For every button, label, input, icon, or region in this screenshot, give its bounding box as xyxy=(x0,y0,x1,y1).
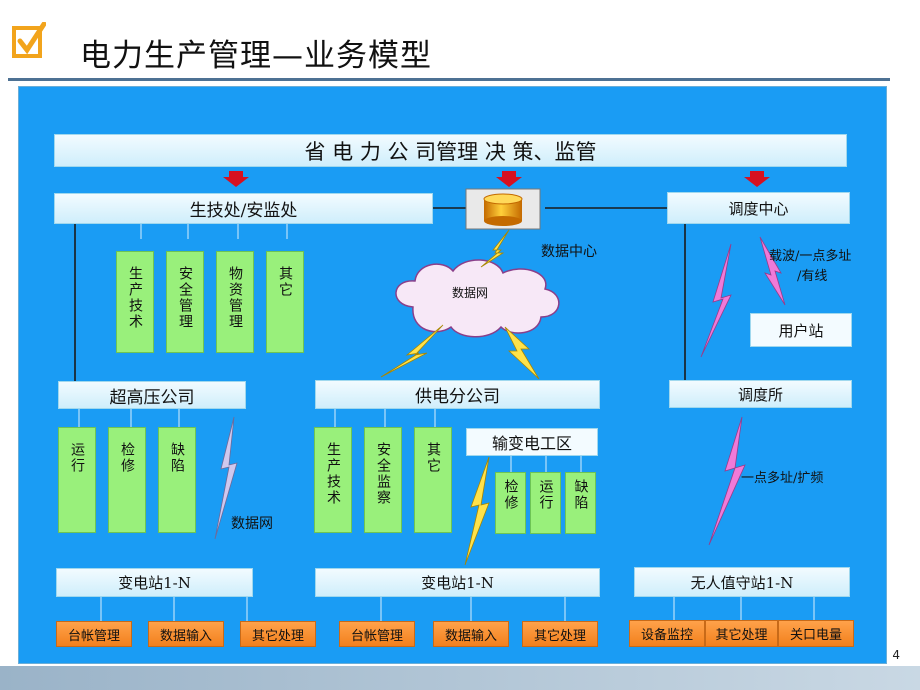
data-network-cloud-label: 数据网 xyxy=(452,286,489,300)
lightning-icon xyxy=(464,456,490,566)
column-maintenance: 检修 xyxy=(495,472,526,534)
supply-substation: 变电站1-N xyxy=(315,568,600,597)
column-production-tech: 生产技术 xyxy=(116,251,154,353)
data-center-label: 数据中心 xyxy=(541,244,597,260)
page-number: 4 xyxy=(892,648,900,662)
column-materials-management: 物资管理 xyxy=(216,251,254,353)
dispatch-office: 调度所 xyxy=(669,380,852,408)
ehv-substation: 变电站1-N xyxy=(56,568,253,597)
ehv-network-label: 数据网 xyxy=(231,516,273,532)
task-other: 其它处理 xyxy=(705,620,778,647)
transmission-area: 输变电工区 xyxy=(466,428,598,456)
carrier-note-line2: /有线 xyxy=(797,269,828,284)
page-title: 电力生产管理—业务模型 xyxy=(80,38,432,74)
column-maintenance: 检修 xyxy=(108,427,146,533)
production-safety-dept: 生技处/安监处 xyxy=(54,193,433,224)
task-gateway-energy: 关口电量 xyxy=(778,620,854,647)
lightning-icon xyxy=(480,229,510,268)
task-ledger: 台帐管理 xyxy=(339,621,415,647)
title-divider xyxy=(8,78,890,81)
carrier-note-line1: 载波/一点多址 xyxy=(769,249,852,264)
footer-bar xyxy=(0,666,920,690)
lightning-icon xyxy=(214,416,238,540)
lightning-icon xyxy=(759,236,786,306)
column-safety-management: 安全管理 xyxy=(166,251,204,353)
task-data-input: 数据输入 xyxy=(148,621,224,647)
task-other: 其它处理 xyxy=(240,621,316,647)
task-equipment-monitoring: 设备监控 xyxy=(629,620,705,647)
column-defect: 缺陷 xyxy=(565,472,596,534)
column-other: 其它 xyxy=(266,251,304,353)
database-icon xyxy=(465,188,541,230)
column-safety-supervision: 安全监察 xyxy=(364,427,402,533)
user-station: 用户站 xyxy=(750,313,852,347)
connector-layer xyxy=(74,171,815,621)
dispatch-center: 调度中心 xyxy=(667,192,850,224)
task-other: 其它处理 xyxy=(522,621,598,647)
task-ledger: 台帐管理 xyxy=(56,621,132,647)
supply-branch: 供电分公司 xyxy=(315,380,600,409)
task-data-input: 数据输入 xyxy=(433,621,509,647)
column-production-tech: 生产技术 xyxy=(314,427,352,533)
unmanned-substation: 无人值守站1-N xyxy=(634,567,850,597)
column-other: 其它 xyxy=(414,427,452,533)
lightning-icon xyxy=(504,326,540,380)
checkbox-icon xyxy=(12,22,46,58)
lightning-icon xyxy=(708,416,746,546)
dispatch-link-note: 一点多址/扩频 xyxy=(741,471,824,486)
diagram-panel: 省 电 力 公 司管理 决 策、监管 生技处/安监处 生产技术 安全管理 物资管… xyxy=(18,86,887,664)
provincial-company-bar: 省 电 力 公 司管理 决 策、监管 xyxy=(54,134,847,167)
red-arrow-icon xyxy=(223,171,770,187)
lightning-icon xyxy=(380,324,444,378)
column-operation: 运行 xyxy=(530,472,561,534)
column-defect: 缺陷 xyxy=(158,427,196,533)
cloud-icon xyxy=(395,259,560,338)
ehv-company: 超高压公司 xyxy=(58,381,246,409)
lightning-icon xyxy=(700,243,732,358)
column-operation: 运行 xyxy=(58,427,96,533)
